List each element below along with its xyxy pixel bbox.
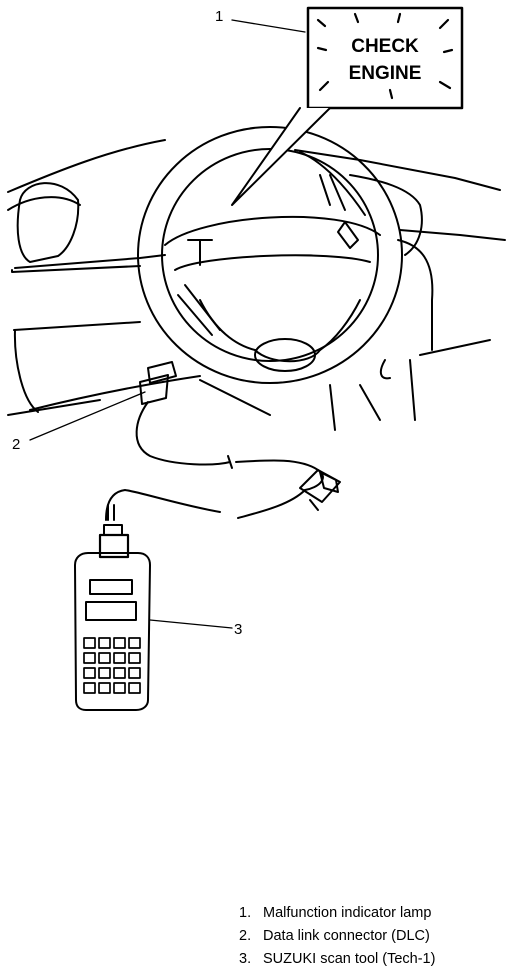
callout-1: 1 [215, 8, 224, 25]
check-engine-lamp: CHECK ENGINE [231, 6, 464, 206]
legend-item-3: 3. SUZUKI scan tool (Tech-1) [239, 948, 435, 971]
lamp-label-line1: CHECK [351, 36, 419, 57]
legend-item-label: Data link connector (DLC) [263, 928, 430, 944]
leader-line-1 [231, 19, 306, 33]
callout-2: 2 [12, 436, 21, 453]
legend-item-label: SUZUKI scan tool (Tech-1) [263, 951, 436, 967]
legend-item-number: 1. [239, 905, 252, 921]
legend-item-number: 2. [239, 928, 252, 944]
legend: 1. Malfunction indicator lamp 2. Data link… [239, 902, 435, 971]
cable-plug [299, 469, 341, 511]
dashboard [7, 139, 506, 431]
steering-wheel [137, 126, 403, 384]
legend-item-2: 2. Data link connector (DLC) [239, 925, 435, 948]
data-link-connector [29, 361, 177, 441]
callout-3: 3 [234, 621, 243, 638]
legend-item-label: Malfunction indicator lamp [263, 905, 432, 921]
legend-item-1: 1. Malfunction indicator lamp [239, 902, 435, 925]
scan-tool [74, 524, 233, 711]
legend-item-number: 3. [239, 951, 252, 967]
scan-tool-cable [105, 401, 324, 521]
lamp-label-line2: ENGINE [349, 63, 422, 84]
